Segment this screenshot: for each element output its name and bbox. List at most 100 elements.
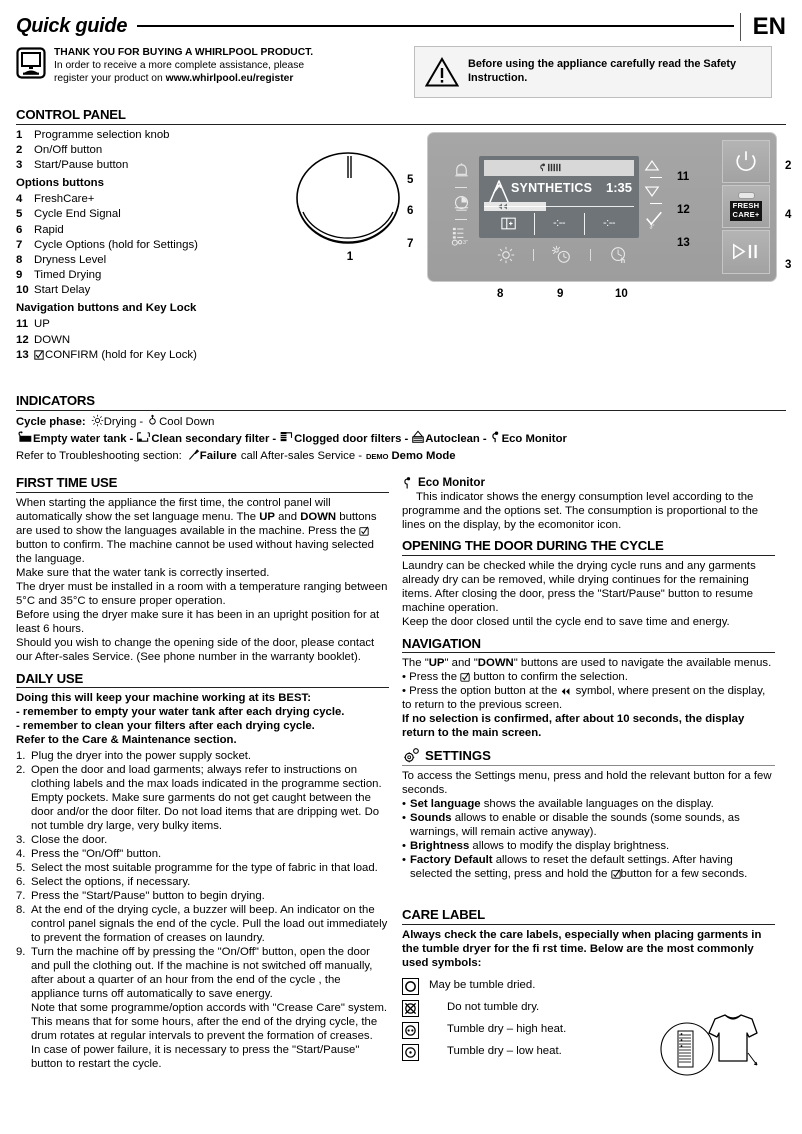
do-not-tumble-dry-icon bbox=[402, 999, 419, 1017]
control-panel-diagram: 3” bbox=[407, 128, 791, 363]
confirm-checkbox-icon bbox=[610, 868, 621, 880]
callout-9: 9 bbox=[557, 287, 564, 300]
settings-item-bold: Brightness bbox=[410, 840, 470, 853]
step-item: 1.Plug the dryer into the power supply s… bbox=[16, 749, 389, 763]
rapid-icon[interactable] bbox=[448, 191, 474, 216]
navigation-subheading: Navigation buttons and Key Lock bbox=[16, 302, 197, 315]
left-option-icons: 3” bbox=[448, 159, 474, 248]
settings-heading-row: SETTINGS bbox=[402, 747, 775, 767]
svg-text:3”: 3” bbox=[649, 224, 654, 228]
step-num: 5. bbox=[16, 862, 26, 875]
failure-tail: call After-sales Service - bbox=[240, 450, 363, 463]
empty-water-tank-icon bbox=[16, 431, 33, 448]
legend-num: 7 bbox=[16, 238, 23, 251]
confirm-key-lock-icon[interactable]: 3” bbox=[644, 210, 668, 229]
nav-p1c: " buttons are used to navigate the avail… bbox=[513, 657, 772, 670]
page-title: Quick guide bbox=[16, 15, 128, 38]
indicators-heading: INDICATORS bbox=[16, 393, 786, 411]
care-label-intro: Always check the care labels, especially… bbox=[402, 929, 762, 970]
ftu-p4: Before using the dryer make sure it has … bbox=[16, 608, 380, 635]
power-button[interactable] bbox=[722, 139, 770, 183]
display-timed-drying-value: -:-- bbox=[534, 212, 584, 236]
cycle-phase-drying: Drying bbox=[103, 415, 137, 428]
step-num: 2. bbox=[16, 764, 26, 777]
callout-11: 11 bbox=[677, 170, 690, 183]
indicators-section: INDICATORS Cycle phase: Drying - Cool Do… bbox=[16, 393, 786, 465]
back-arrow-icon bbox=[560, 685, 572, 697]
ftu-p1d: button to confirm. The machine cannot be… bbox=[16, 538, 374, 565]
step-item: 2.Open the door and load garments; alway… bbox=[16, 763, 389, 833]
up-arrow-icon[interactable] bbox=[644, 159, 668, 172]
step-item: 6.Select the options, if necessary. bbox=[16, 875, 389, 889]
icon-divider bbox=[650, 176, 662, 178]
confirm-checkbox-icon bbox=[359, 525, 369, 537]
care-row-text: Tumble dry – high heat. bbox=[447, 1023, 567, 1036]
safety-warning-box: Before using the appliance carefully rea… bbox=[414, 46, 772, 98]
freshcare-button[interactable]: FRESH CARE+ bbox=[722, 184, 770, 229]
callout-12: 12 bbox=[677, 203, 690, 216]
callout-4: 4 bbox=[785, 208, 792, 221]
svg-text:h: h bbox=[620, 256, 624, 265]
step-text: Turn the machine off by pressing the "On… bbox=[31, 946, 388, 1071]
header-rule bbox=[137, 25, 734, 27]
thank-you-title: THANK YOU FOR BUYING A WHIRLPOOL PRODUCT… bbox=[54, 47, 314, 58]
clogged-door-filters-icon bbox=[279, 430, 294, 448]
icon-divider bbox=[455, 218, 467, 220]
down-arrow-icon[interactable] bbox=[644, 185, 668, 198]
nav-p1b: " and " bbox=[444, 657, 478, 670]
tumble-dry-high-heat-icon bbox=[402, 1021, 419, 1039]
step-item: 3.Close the door. bbox=[16, 833, 389, 847]
settings-item-text: allows to enable or disable the sounds (… bbox=[410, 812, 740, 839]
dryness-level-icon[interactable] bbox=[496, 245, 516, 265]
legend-item: 13 CONFIRM (hold for Key Lock) bbox=[16, 348, 286, 363]
step-num: 7. bbox=[16, 890, 26, 903]
settings-intro: To access the Settings menu, press and h… bbox=[402, 770, 772, 797]
legend-num: 5 bbox=[16, 208, 23, 221]
legend-label: FreshCare+ bbox=[34, 193, 95, 206]
display-divider bbox=[484, 205, 634, 207]
cycle-end-signal-icon[interactable] bbox=[448, 159, 474, 184]
legend-num: 10 bbox=[16, 284, 29, 297]
cool-down-icon bbox=[146, 414, 159, 431]
callout-3: 3 bbox=[785, 258, 792, 271]
legend-num: 6 bbox=[16, 223, 23, 236]
callout-2: 2 bbox=[785, 159, 792, 172]
appliance-control-panel: 3” bbox=[427, 131, 777, 282]
callout-8: 8 bbox=[497, 287, 504, 300]
step-item: 5.Select the most suitable programme for… bbox=[16, 861, 389, 875]
settings-item-text: allows to modify the display brightness. bbox=[469, 840, 670, 853]
programme-selection-knob[interactable] bbox=[294, 150, 402, 250]
empty-water-tank-label: Empty water tank bbox=[33, 432, 127, 445]
cycle-options-icon[interactable]: 3” bbox=[448, 223, 474, 248]
settings-item: •Brightness allows to modify the display… bbox=[402, 840, 670, 853]
timed-drying-icon[interactable] bbox=[551, 245, 573, 265]
navigation-p1: The "UP" and "DOWN" buttons are used to … bbox=[402, 656, 775, 670]
step-item: 9. Turn the machine off by pressing the "… bbox=[16, 945, 389, 1071]
legend-label: Cycle Options (hold for Settings) bbox=[34, 238, 198, 251]
warning-triangle-icon bbox=[425, 57, 459, 87]
eco-monitor-icon bbox=[490, 430, 502, 448]
start-pause-button[interactable] bbox=[722, 230, 770, 274]
indicator-icons-line: Empty water tank - Clean secondary filte… bbox=[16, 430, 786, 448]
display-dryness-icon bbox=[484, 212, 534, 236]
clogged-door-filters-label: Clogged door filters bbox=[294, 432, 402, 445]
step-num: 9. bbox=[16, 946, 26, 959]
nav-b2a: • Press the option button at the bbox=[402, 685, 561, 698]
navigation-heading: NAVIGATION bbox=[402, 636, 775, 654]
clean-secondary-filter-icon bbox=[136, 430, 151, 448]
settings-item: •Set language shows the available langua… bbox=[402, 798, 714, 811]
step-num: 1. bbox=[16, 750, 26, 763]
start-delay-icon[interactable]: h bbox=[608, 245, 630, 265]
legend-num: 11 bbox=[16, 318, 29, 331]
icon-divider bbox=[589, 248, 591, 261]
best-tip-1: - remember to empty your water tank afte… bbox=[16, 706, 345, 719]
knob-callout: 1 bbox=[346, 250, 354, 263]
header-divider bbox=[739, 13, 741, 41]
step-item: 8.At the end of the drying cycle, a buzz… bbox=[16, 903, 389, 945]
appliance-display: SYNTHETICS 1:35 -:-- -:-- bbox=[479, 155, 639, 238]
